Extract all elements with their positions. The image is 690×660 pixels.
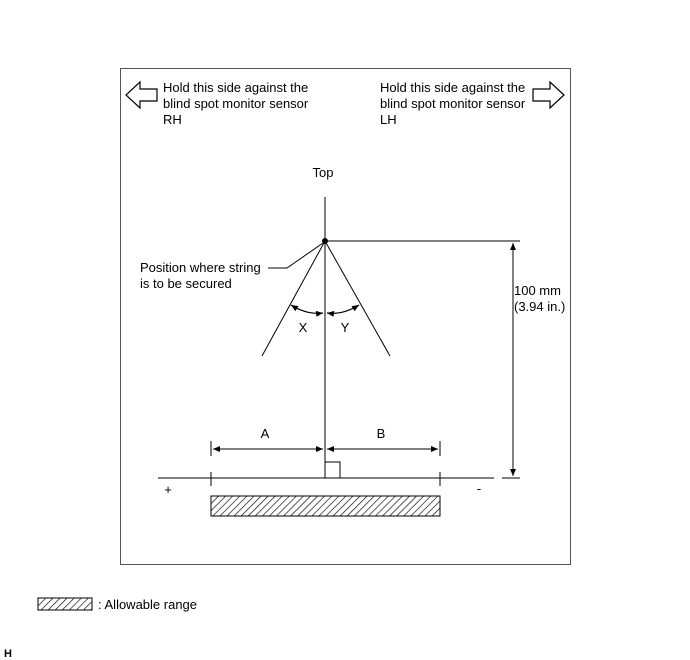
legend-hatch-swatch bbox=[37, 597, 93, 611]
right-arrow-icon bbox=[532, 80, 565, 110]
legend-text: : Allowable range bbox=[98, 597, 197, 612]
dimension-label-line2: (3.94 in.) bbox=[514, 299, 565, 314]
angle-arc-x bbox=[290, 304, 324, 317]
distance-label-b: B bbox=[377, 426, 386, 441]
left-note-line1: Hold this side against the bbox=[163, 80, 308, 95]
minus-sign-label: - bbox=[477, 481, 481, 496]
diagram-frame bbox=[120, 68, 571, 565]
string-line-left bbox=[261, 240, 326, 357]
allowable-range-bar bbox=[210, 495, 441, 517]
left-note-line3: RH bbox=[163, 112, 182, 127]
left-arrow-icon bbox=[125, 80, 158, 110]
right-angle-mark bbox=[325, 461, 341, 478]
position-label-line2: is to be secured bbox=[140, 276, 232, 291]
right-note-line2: blind spot monitor sensor bbox=[380, 96, 526, 111]
string-line-right bbox=[324, 240, 391, 357]
angle-label-x: X bbox=[299, 320, 308, 335]
position-label-line1: Position where string bbox=[140, 260, 261, 275]
distance-label-a: A bbox=[261, 426, 270, 441]
right-note-line3: LH bbox=[380, 112, 397, 127]
top-label: Top bbox=[313, 165, 334, 180]
position-leader-line bbox=[268, 242, 324, 269]
angle-arc-y bbox=[326, 304, 360, 317]
angle-label-y: Y bbox=[341, 320, 350, 335]
plus-sign-label: + bbox=[164, 482, 172, 497]
corner-mark: H bbox=[4, 648, 12, 660]
right-note-line1: Hold this side against the bbox=[380, 80, 525, 95]
dimension-label-line1: 100 mm bbox=[514, 283, 561, 298]
left-note-line2: blind spot monitor sensor bbox=[163, 96, 309, 111]
